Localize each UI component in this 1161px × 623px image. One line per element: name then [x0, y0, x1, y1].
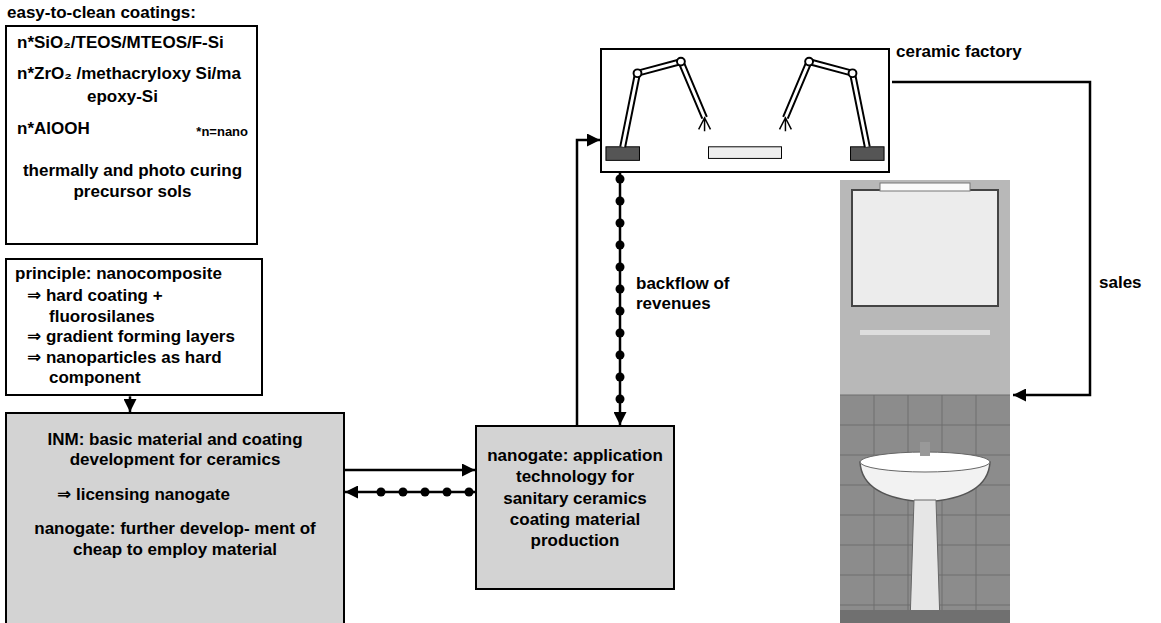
connector-group — [130, 396, 131, 412]
robot-arm — [785, 62, 867, 147]
sales-label: sales — [1097, 272, 1144, 294]
institute-box: INM: basic material and coating developm… — [5, 412, 345, 623]
revenue-flow-arrow — [345, 491, 475, 494]
box-text: nanogate: further develop- ment of cheap… — [17, 519, 333, 560]
tap — [920, 442, 930, 456]
robot-joint — [634, 69, 642, 77]
principle-item: ⇒ gradient forming layers — [15, 327, 255, 347]
flow-arrow — [345, 469, 475, 472]
connector-group — [577, 140, 600, 425]
floor — [840, 610, 1010, 623]
flow-dot — [399, 488, 408, 497]
flow-arrow — [577, 140, 600, 425]
robot-gripper — [699, 118, 711, 132]
robot-illustration — [602, 50, 888, 171]
mirror — [852, 190, 998, 306]
robot-arm — [623, 62, 705, 147]
heading: easy-to-clean coatings: — [7, 3, 196, 23]
robot-arm — [623, 62, 705, 147]
heading: ceramic factory — [896, 42, 1022, 62]
company-box: nanogate: application technology for san… — [475, 425, 675, 590]
wall-tiles — [840, 395, 1010, 623]
flow-dot — [616, 395, 625, 404]
robot-base — [606, 147, 640, 161]
material-line: n*ZrO₂ /methacryloxy Si/ma epoxy-Si — [17, 63, 248, 109]
flow-dot — [421, 488, 430, 497]
flow-dot — [616, 197, 625, 206]
flow-dot — [616, 307, 625, 316]
flow-dot — [616, 285, 625, 294]
washbasin-photo — [840, 180, 1010, 623]
flow-dot — [616, 373, 625, 382]
flow-dot — [616, 351, 625, 360]
revenue-flow-arrow — [619, 173, 622, 425]
principle-item: ⇒ hard coating + fluorosilanes — [15, 286, 255, 327]
flow-dot — [616, 329, 625, 338]
connector-group — [345, 470, 475, 471]
factory-box: ceramic factory — [600, 48, 890, 173]
lamp — [880, 183, 970, 191]
robot-joint — [805, 58, 813, 66]
sink-pedestal — [910, 500, 940, 623]
box-text: INM: basic material and coating developm… — [17, 430, 333, 471]
upper-wall — [840, 180, 1010, 395]
flow-dot — [616, 175, 625, 184]
sales-arrow — [892, 82, 1090, 395]
principle-heading: principle: nanocomposite — [15, 264, 255, 284]
flow-arrow — [129, 396, 132, 412]
flow-dot — [443, 488, 452, 497]
shelf — [860, 330, 990, 335]
connector-group — [616, 173, 625, 425]
box-text: nanogate: application technology for san… — [485, 445, 665, 551]
edge-label: backflow of revenues — [634, 273, 756, 314]
work-table — [709, 147, 782, 159]
robot-gripper — [780, 118, 792, 132]
note-text: thermally and photo curing precursor sol… — [17, 161, 248, 202]
principle-box: principle: nanocomposite⇒ hard coating +… — [5, 258, 263, 396]
flow-dot — [616, 263, 625, 272]
robot-joint — [677, 58, 685, 66]
flow-dot — [616, 241, 625, 250]
material-line: n*SiO₂/TEOS/MTEOS/F-Si — [17, 33, 248, 53]
robot-arm — [785, 62, 867, 147]
robot-base — [851, 147, 885, 161]
principle-item: ⇒ nanoparticles as hard component — [15, 348, 255, 389]
connector-group — [345, 488, 475, 497]
flow-dot — [465, 488, 474, 497]
robot-joint — [849, 69, 857, 77]
footnote: *n=nano — [17, 124, 248, 140]
flow-dot — [377, 488, 386, 497]
photo-ground — [840, 180, 1010, 623]
box-text: ⇒ licensing nanogate — [17, 485, 333, 505]
materials-box: easy-to-clean coatings:n*SiO₂/TEOS/MTEOS… — [5, 25, 258, 245]
flow-dot — [616, 219, 625, 228]
